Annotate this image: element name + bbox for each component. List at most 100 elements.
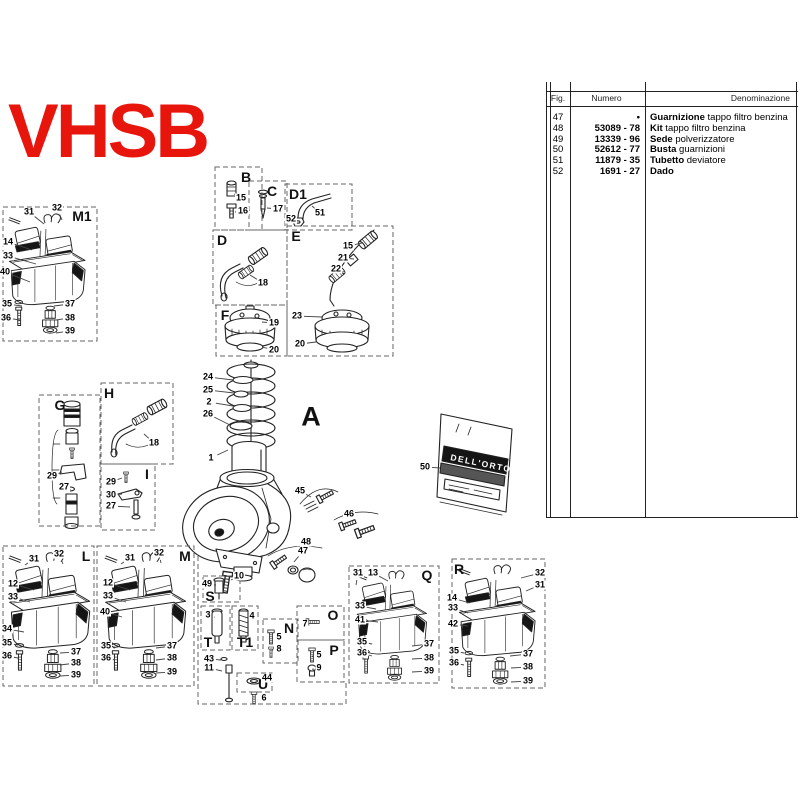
part-number-label: 7 — [301, 618, 309, 629]
part-number-label: 35 — [0, 637, 14, 648]
filter-plug-47-48 — [267, 545, 323, 583]
part-number-label: 20 — [293, 338, 307, 349]
leader-line — [411, 657, 423, 660]
part-number-label: 14 — [1, 236, 15, 247]
table-cell: 13339 - 96 — [594, 133, 640, 145]
part-number-label: 37 — [165, 640, 179, 651]
leader-line — [55, 318, 64, 321]
screw-set-45 — [299, 488, 339, 513]
part-number-label: 39 — [63, 325, 77, 336]
leader-line — [61, 560, 64, 565]
section-box-d1 — [284, 183, 353, 231]
section-letter-c: C — [266, 183, 278, 199]
leader-line — [117, 505, 131, 508]
part-number-label: 45 — [293, 485, 307, 496]
leader-line — [352, 519, 355, 522]
part-number-label: 36 — [355, 647, 369, 658]
leader-line — [510, 666, 522, 669]
table-cell: Busta guarnizioni — [650, 144, 725, 156]
table-col-line-1 — [570, 82, 571, 517]
table-cell: 49 — [552, 133, 564, 145]
part-number-label: 38 — [69, 657, 83, 668]
leader-lines — [11, 193, 534, 700]
leader-line — [143, 433, 150, 439]
part-number-label: 1 — [207, 452, 215, 463]
leader-line — [293, 556, 299, 563]
part-number-label: 9 — [315, 662, 323, 673]
section-box-n — [262, 618, 299, 664]
leader-line — [159, 559, 162, 564]
leader-line — [111, 613, 123, 618]
leader-line — [520, 574, 534, 579]
part-number-label: 20 — [267, 344, 281, 355]
part-number-label: 32 — [152, 547, 166, 558]
table-cell: 53089 - 78 — [594, 122, 640, 134]
leader-line — [311, 205, 316, 209]
part-number-label: 37 — [422, 638, 436, 649]
part-number-label: 40 — [0, 266, 12, 277]
part-number-label: 42 — [446, 618, 460, 629]
leader-line — [411, 670, 423, 673]
part-number-label: 16 — [236, 205, 250, 216]
leader-line — [59, 674, 70, 677]
section-letter-f: F — [220, 307, 230, 323]
section-letter-d: D — [216, 232, 228, 248]
section-box-p — [296, 639, 345, 683]
leader-line — [342, 271, 345, 273]
leader-line — [458, 599, 471, 604]
table-cell: Tubetto deviatore — [650, 155, 726, 167]
part-number-label: 13 — [366, 567, 380, 578]
part-number-label: 38 — [422, 652, 436, 663]
section-box-f — [215, 304, 288, 357]
section-letter-s: S — [205, 588, 215, 604]
section-letter-h: H — [103, 385, 115, 401]
table-cell: Kit tappo filtro benzina — [650, 122, 746, 134]
part-number-label: 2 — [205, 396, 213, 407]
part-number-label: 39 — [69, 669, 83, 680]
table-border-left-outer — [546, 82, 547, 517]
part-number-label: 31 — [22, 206, 36, 217]
leader-line — [14, 243, 33, 251]
part-number-label: 43 — [202, 653, 216, 664]
part-number-label: 35 — [0, 298, 14, 309]
leader-line — [11, 274, 31, 283]
part-number-label: 50 — [418, 461, 432, 472]
section-letter-m: M — [179, 548, 191, 564]
leader-line — [509, 654, 522, 657]
screw-set-46 — [333, 511, 379, 539]
section-letter-i: I — [145, 466, 149, 482]
section-box-l — [2, 545, 95, 687]
leader-line — [366, 620, 379, 623]
section-letter-r: R — [453, 561, 465, 577]
part-number-label: 3 — [204, 609, 212, 620]
part-number-label: 33 — [6, 591, 20, 602]
part-number-label: 35 — [99, 640, 113, 651]
filter-and-screw-b — [226, 180, 237, 219]
leader-line — [59, 663, 70, 666]
spring-tube-t1 — [238, 608, 249, 643]
leader-line — [13, 643, 19, 646]
section-letter-u: U — [257, 676, 269, 692]
part-number-label: 33 — [101, 590, 115, 601]
table-header-line — [546, 106, 798, 107]
table-cell: Guarnizione tappo filtro benzina — [650, 111, 788, 123]
part-number-label: 27 — [57, 481, 71, 492]
main-section-letter: A — [301, 401, 321, 432]
part-number-label: 5 — [275, 631, 283, 642]
needle-valve-c — [257, 189, 269, 219]
leader-line — [117, 477, 123, 481]
part-number-label: 22 — [329, 263, 343, 274]
part-number-label: 32 — [50, 202, 64, 213]
part-number-label: 33 — [446, 602, 460, 613]
part-number-label: 33 — [353, 600, 367, 611]
carburettor-body — [182, 468, 292, 582]
part-number-label: 40 — [98, 606, 112, 617]
part-number-label: 37 — [63, 298, 77, 309]
leader-line — [53, 304, 64, 307]
leader-line — [214, 377, 234, 381]
part-number-label: 32 — [533, 567, 547, 578]
leader-line — [34, 216, 45, 225]
